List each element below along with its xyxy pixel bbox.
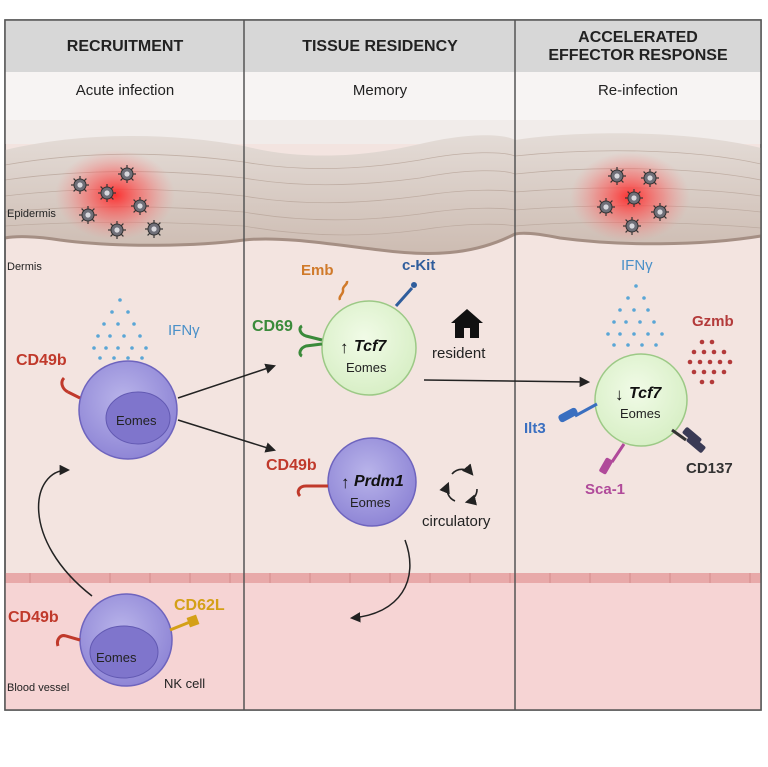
blood-vessel-label: Blood vessel — [7, 682, 70, 694]
effector-cell — [594, 353, 688, 447]
cd49b-receptor — [296, 484, 328, 498]
panel-title-tissue-residency: TISSUE RESIDENCY — [302, 38, 458, 55]
ifng-dots — [606, 284, 664, 347]
arrow-to-resident — [177, 363, 276, 399]
recruitment-arrow — [37, 464, 93, 597]
nucleus — [105, 391, 171, 445]
cd49b-receptor — [67, 390, 81, 400]
gzmb-granules — [687, 339, 733, 385]
gzmb-label: Gzmb — [692, 313, 734, 330]
header-band — [5, 20, 761, 72]
tcf7-up-arrow: ↑ — [340, 338, 349, 357]
resident-label: resident — [432, 345, 486, 362]
panel-subtitle-memory: Memory — [352, 82, 408, 99]
tcf7-down-arrow: ↓ — [615, 385, 624, 404]
nk-cell-label: NK cell — [164, 676, 206, 691]
cd49b-blood-label: CD49b — [8, 609, 59, 626]
eomes-blood-label: Eomes — [96, 650, 137, 665]
eomes-label: Eomes — [116, 413, 157, 428]
cd137-receptor — [671, 427, 706, 453]
ckit-label: c-Kit — [402, 257, 436, 274]
ifng-label: IFNγ — [168, 322, 200, 339]
arrow-to-reinfection — [423, 376, 591, 388]
circulatory-cell — [327, 437, 417, 527]
figure-border — [4, 19, 762, 711]
ckit-receptor — [394, 282, 417, 307]
vessel-wall-cells — [29, 573, 751, 583]
cd69-label: CD69 — [252, 318, 293, 335]
tcf7-effector-label: Tcf7 — [629, 385, 662, 402]
dermis-label: Dermis — [7, 261, 42, 273]
vessel-wall-top — [5, 573, 761, 583]
emb-label: Emb — [301, 262, 334, 279]
tcf7-label: Tcf7 — [354, 338, 387, 355]
basement-membrane — [4, 231, 762, 255]
cycle-icon — [439, 463, 478, 506]
cd49b-label: CD49b — [16, 352, 67, 369]
epidermis-label: Epidermis — [7, 208, 56, 220]
ilt3-label: Ilt3 — [524, 420, 546, 437]
panel-title-recruitment: RECRUITMENT — [66, 38, 184, 55]
sca1-label: Sca-1 — [585, 481, 626, 498]
return-to-blood-arrow — [349, 539, 411, 623]
cd69-receptor — [298, 324, 323, 358]
prdm1-label: Prdm1 — [354, 473, 404, 490]
cd49b-receptor — [56, 634, 81, 647]
eomes-circ-label: Eomes — [350, 495, 391, 510]
ilt3-receptor — [558, 402, 598, 423]
circulatory-label: circulatory — [422, 513, 491, 530]
resident-cell — [321, 300, 417, 396]
eomes-effector-label: Eomes — [620, 406, 661, 421]
ifng-dots — [92, 298, 148, 360]
panel-subtitle-acute-infection: Acute infection — [75, 82, 175, 99]
cd62l-label: CD62L — [174, 597, 225, 614]
ifng-reinfection-label: IFNγ — [621, 257, 653, 274]
panel-title-accelerated: ACCELERATED — [578, 29, 698, 46]
eomes-resident-label: Eomes — [346, 360, 387, 375]
cd49b-circ-label: CD49b — [266, 457, 317, 474]
subtitle-band — [5, 72, 761, 127]
panel-subtitle-reinfection: Re-infection — [597, 82, 679, 99]
arrow-to-circulatory — [177, 419, 277, 453]
panel-title-effector-response: EFFECTOR RESPONSE — [548, 47, 728, 64]
cd62l-receptor — [169, 614, 200, 632]
house-icon — [451, 309, 483, 338]
emb-receptor — [338, 280, 349, 301]
cd137-label: CD137 — [686, 460, 733, 477]
prdm1-up-arrow: ↑ — [341, 473, 350, 492]
sca1-receptor — [599, 443, 626, 475]
